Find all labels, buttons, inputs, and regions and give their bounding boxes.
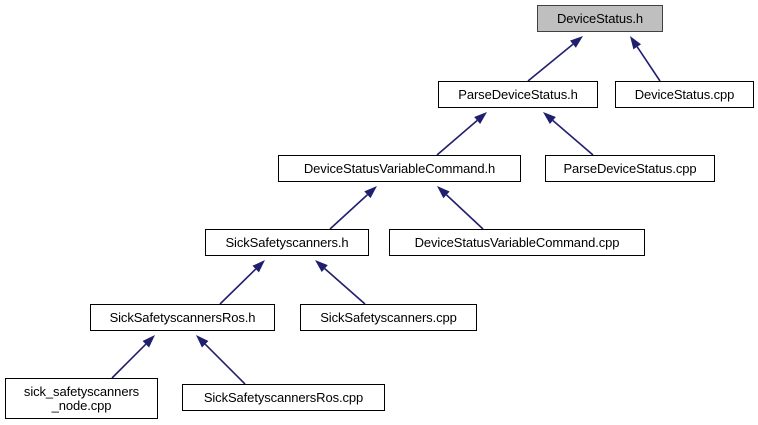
graph-node-label: ParseDeviceStatus.h xyxy=(458,86,578,102)
graph-node-sick-safetyscanners-cpp[interactable]: SickSafetyscanners.cpp xyxy=(300,304,477,331)
graph-node-label: SickSafetyscannersRos.cpp xyxy=(203,389,364,405)
graph-node-label: ParseDeviceStatus.cpp xyxy=(563,160,697,176)
arrow-head-icon xyxy=(630,36,642,50)
dependency-arrow xyxy=(630,36,661,82)
arrow-head-icon xyxy=(437,186,450,199)
arrow-head-icon xyxy=(196,335,209,348)
graph-node-device-status-variable-command-cpp[interactable]: DeviceStatusVariableCommand.cpp xyxy=(389,229,645,256)
graph-node-device-status-h[interactable]: DeviceStatus.h xyxy=(537,5,663,32)
dependency-arrow xyxy=(437,186,484,230)
graph-node-device-status-cpp[interactable]: DeviceStatus.cpp xyxy=(615,81,754,108)
dependency-arrow xyxy=(329,186,377,230)
graph-node-parse-device-status-cpp[interactable]: ParseDeviceStatus.cpp xyxy=(545,155,715,182)
graph-node-parse-device-status-h[interactable]: ParseDeviceStatus.h xyxy=(438,81,598,108)
arrow-head-icon xyxy=(252,260,265,273)
graph-node-label: sick_safetyscanners _node.cpp xyxy=(23,383,140,413)
dependency-arrow xyxy=(436,112,487,156)
graph-node-sick-safetyscanners-node-cpp[interactable]: sick_safetyscanners _node.cpp xyxy=(5,378,158,419)
graph-node-label: DeviceStatus.h xyxy=(556,10,644,26)
graph-node-label: SickSafetyscannersRos.h xyxy=(109,309,256,325)
graph-node-label: SickSafetyscanners.cpp xyxy=(320,309,457,325)
dependency-arrow xyxy=(543,112,594,156)
graph-node-sick-safetyscanners-h[interactable]: SickSafetyscanners.h xyxy=(205,229,369,256)
graph-node-sick-safetyscanners-ros-h[interactable]: SickSafetyscannersRos.h xyxy=(90,304,275,331)
graph-node-sick-safetyscanners-ros-cpp[interactable]: SickSafetyscannersRos.cpp xyxy=(182,384,385,411)
graph-node-label: SickSafetyscanners.h xyxy=(225,234,349,250)
dependency-arrow xyxy=(111,335,155,379)
dependency-arrow xyxy=(527,36,583,82)
dependency-arrow xyxy=(196,335,246,385)
arrow-head-icon xyxy=(543,112,556,124)
arrow-head-icon xyxy=(315,260,328,273)
graph-node-label: DeviceStatusVariableCommand.cpp xyxy=(414,234,620,250)
arrow-head-icon xyxy=(142,335,155,348)
graph-node-label: DeviceStatusVariableCommand.h xyxy=(303,160,496,176)
arrow-head-icon xyxy=(474,112,487,124)
arrow-head-icon xyxy=(364,186,377,199)
dependency-arrow xyxy=(219,260,265,305)
graph-node-device-status-variable-command-h[interactable]: DeviceStatusVariableCommand.h xyxy=(278,155,521,182)
dependency-arrow xyxy=(315,260,366,305)
graph-node-label: DeviceStatus.cpp xyxy=(634,86,735,102)
arrow-head-icon xyxy=(570,36,583,48)
